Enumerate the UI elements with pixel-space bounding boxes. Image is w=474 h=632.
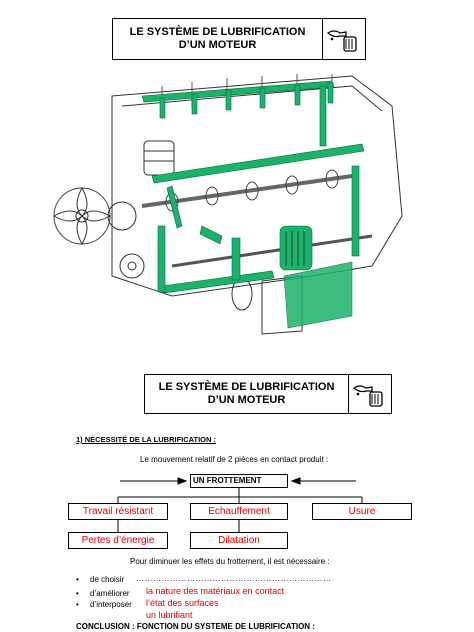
effect-echauffement: Echauffement — [190, 503, 288, 520]
oil-can-filter-icon — [349, 375, 391, 413]
title-top-line2: D’UN MOTEUR — [179, 39, 257, 52]
action-label-interposer: d’interposer — [90, 600, 132, 609]
engine-lubrication-illustration — [52, 66, 414, 340]
answer-lubrifiant: un lubrifiant — [146, 610, 193, 620]
action-label-ameliorer: d’améliorer — [90, 589, 130, 598]
bullet-marker: • — [76, 600, 79, 609]
answer-dots: …………………………………………………………… — [136, 574, 332, 583]
answer-surfaces: l’état des surfaces — [146, 598, 219, 608]
effect-pertes-energie: Pertes d’énergie — [68, 532, 168, 549]
title-box-middle: LE SYSTÈME DE LUBRIFICATION D’UN MOTEUR — [144, 374, 392, 414]
title-box-top: LE SYSTÈME DE LUBRIFICATION D’UN MOTEUR — [112, 18, 366, 60]
effect-dilatation: Dilatation — [190, 532, 288, 549]
section-heading: 1) NÉCESSITÉ DE LA LUBRIFICATION : — [76, 435, 216, 444]
title-mid-line1: LE SYSTÈME DE LUBRIFICATION — [159, 381, 335, 394]
conclusion-heading: CONCLUSION : FONCTION DU SYSTEME DE LUBR… — [76, 622, 315, 631]
title-mid-line2: D’UN MOTEUR — [208, 394, 286, 407]
bullet-marker: • — [76, 589, 79, 598]
bullet-marker: • — [76, 575, 79, 584]
effect-travail-resistant: Travail résistant — [68, 503, 168, 520]
diminish-text: Pour diminuer les effets du frottement, … — [130, 557, 330, 566]
oil-can-filter-icon — [323, 19, 365, 59]
title-top-line1: LE SYSTÈME DE LUBRIFICATION — [130, 26, 306, 39]
action-label-choisir: de choisir — [90, 575, 124, 584]
intro-text: Le mouvement relatif de 2 pièces en cont… — [140, 455, 328, 464]
effect-usure: Usure — [312, 503, 412, 520]
answer-materiaux: la nature des matériaux en contact — [146, 586, 284, 596]
frottement-box: UN FROTTEMENT — [190, 474, 288, 488]
